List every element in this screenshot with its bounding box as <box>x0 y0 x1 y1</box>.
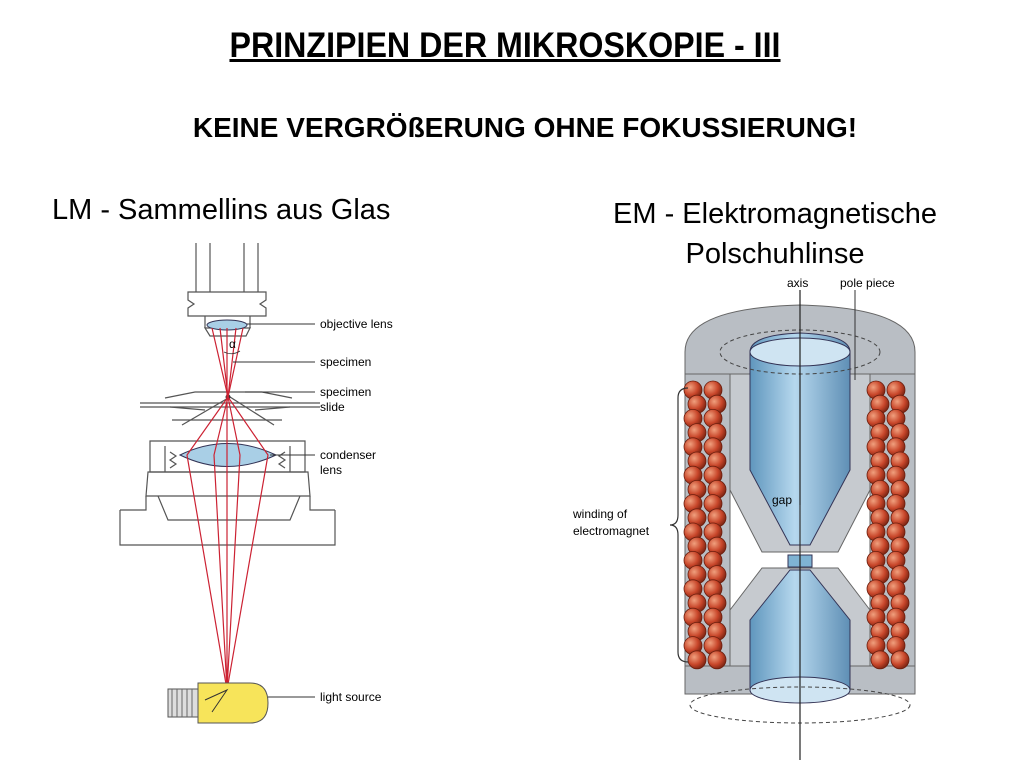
label-pole-piece: pole piece <box>840 276 895 290</box>
lm-heading: LM - Sammellins aus Glas <box>52 194 391 226</box>
slide-subtitle: KEINE VERGRÖßERUNG OHNE FOKUSSIERUNG! <box>192 112 858 143</box>
em-heading: EM - Elektromagnetische Polschuhlinse <box>560 194 990 274</box>
coil-turn <box>707 650 727 670</box>
em-heading-line2: Polschuhlinse <box>685 238 865 270</box>
coil-winding-left <box>683 380 727 670</box>
lm-leader-lines <box>233 323 315 698</box>
winding-brace <box>669 387 689 663</box>
label-condenser-1: condenser <box>320 448 376 462</box>
alpha-arc <box>223 350 241 355</box>
coil-turn <box>890 650 910 670</box>
em-leader-lines <box>799 290 856 555</box>
light-rays <box>186 327 269 691</box>
aperture-angle-alpha: α <box>229 337 236 351</box>
coil-turn <box>687 650 707 670</box>
label-winding-1: winding of <box>572 507 628 521</box>
coil-turn <box>870 650 890 670</box>
label-gap: gap <box>772 493 792 507</box>
label-specimen: specimen <box>320 355 371 369</box>
label-condenser-2: lens <box>320 463 342 477</box>
coil-winding-right <box>866 380 910 670</box>
label-objective-lens: objective lens <box>320 317 393 331</box>
slide-title: PRINZIPIEN DER MIKROSKOPIE - III <box>229 26 781 65</box>
light-source <box>167 682 269 724</box>
label-axis: axis <box>787 276 808 290</box>
label-light-source: light source <box>320 690 382 704</box>
label-winding-2: electromagnet <box>573 524 650 538</box>
label-specimen-slide-1: specimen <box>320 385 371 399</box>
em-lens-diagram: axis pole piece gap winding of electroma… <box>572 276 916 760</box>
bulb <box>197 682 269 724</box>
bulb-socket <box>167 688 199 718</box>
objective-barrel <box>187 243 267 337</box>
label-specimen-slide-2: slide <box>320 400 345 414</box>
light-microscope-diagram: α objective lens specimen specimen slide… <box>119 243 393 724</box>
em-heading-line1: EM - Elektromagnetische <box>613 198 937 230</box>
condenser-lens <box>178 443 278 467</box>
